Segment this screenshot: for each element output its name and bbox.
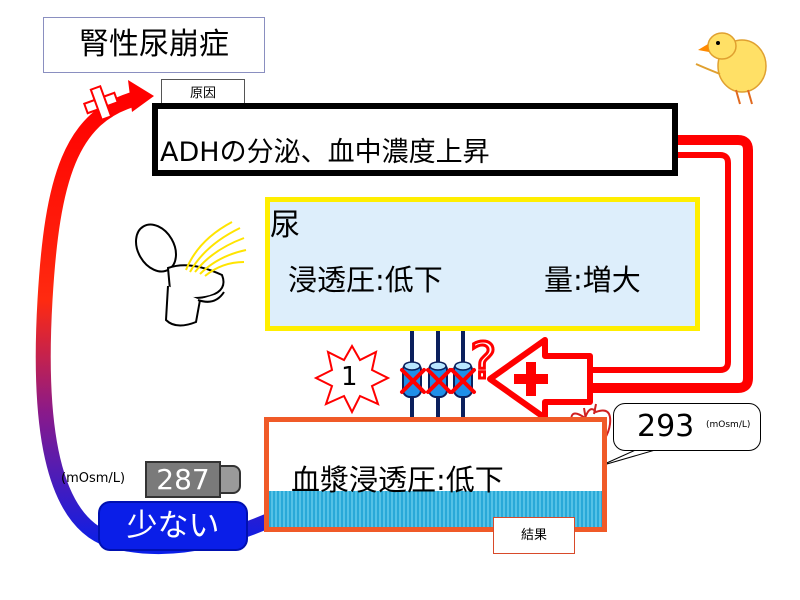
urine-box	[265, 197, 700, 331]
star-number: 1	[341, 362, 358, 392]
page-title: 腎性尿崩症	[43, 17, 265, 73]
adh-box	[152, 103, 678, 176]
gauge-unit: (mOsm/L)	[61, 471, 126, 486]
question-mark: ?	[470, 332, 497, 390]
urine-osmotic-pressure: 浸透圧:低下	[288, 263, 443, 297]
plasma-box	[264, 417, 607, 532]
urine-stream-icon	[185, 221, 247, 277]
feedback-loop-arrowhead	[128, 80, 154, 112]
plasma-value-callout	[613, 403, 761, 451]
gauge-cap	[219, 465, 241, 494]
urine-volume: 量:増大	[544, 263, 641, 297]
plus-sign-icon	[82, 84, 120, 122]
urine-title: 尿	[270, 208, 300, 243]
gauge-display: 287	[145, 461, 221, 498]
adh-effect-arrow	[585, 135, 753, 393]
low-badge: 少ない	[100, 503, 246, 549]
plasma-osmotic-pressure: 血漿浸透圧:低下	[291, 463, 504, 497]
block-x-icon	[400, 368, 476, 394]
toilet-icon	[135, 223, 225, 327]
adh-text: ADHの分泌、血中濃度上昇	[160, 137, 490, 168]
callout-unit: (mOsm/L)	[706, 420, 751, 430]
callout-value: 293	[637, 409, 695, 444]
explosion-star-icon	[313, 343, 391, 415]
chick-icon	[695, 32, 767, 105]
result-tag: 結果	[493, 517, 575, 554]
plus-sign-icon-right	[514, 362, 548, 396]
